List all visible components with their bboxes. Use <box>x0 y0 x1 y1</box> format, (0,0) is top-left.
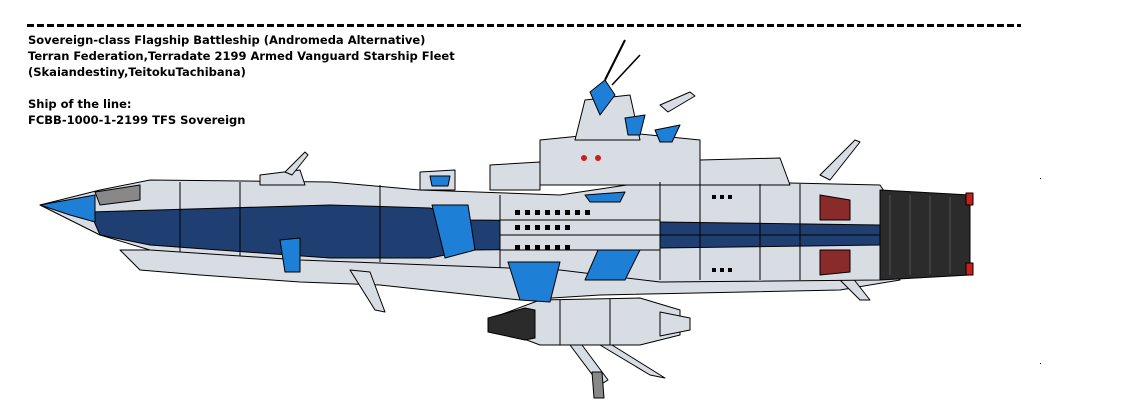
hull-windows <box>515 155 732 272</box>
ship-credits: (Skaiandestiny,TeitokuTachibana) <box>28 65 246 79</box>
stray-dot-2 <box>1040 363 1041 364</box>
ship-of-line-label: Ship of the line: <box>28 97 132 111</box>
ship-faction: Terran Federation,Terradate 2199 Armed V… <box>28 49 455 63</box>
superstructure <box>259 39 861 191</box>
stray-dot-1 <box>1040 178 1041 179</box>
ship-designation: FCBB-1000-1-2199 TFS Sovereign <box>28 113 246 127</box>
ship-title: Sovereign-class Flagship Battleship (And… <box>28 33 426 47</box>
info-text-block: Sovereign-class Flagship Battleship (And… <box>28 32 455 128</box>
engine-section <box>819 189 974 281</box>
panel-lines <box>179 182 880 280</box>
dashed-divider <box>27 24 1021 27</box>
bow-accent <box>39 194 96 223</box>
lower-fin <box>349 269 386 313</box>
lower-keel-pod <box>487 297 691 399</box>
